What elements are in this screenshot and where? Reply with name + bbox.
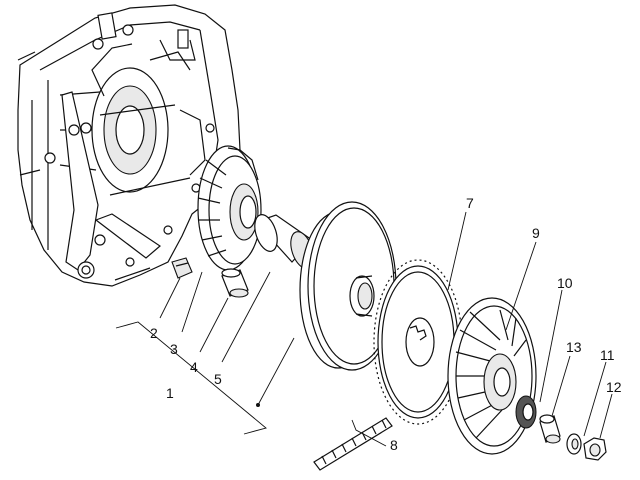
nut-part-12 — [583, 437, 607, 461]
callout-numbers: 1 2 3 4 5 7 8 9 10 11 12 13 — [150, 195, 622, 453]
washer-part-11 — [566, 433, 582, 455]
movable-drive-face — [299, 201, 397, 371]
callout-10: 10 — [557, 275, 573, 291]
callout-1: 1 — [166, 385, 174, 401]
bearing-part-10 — [515, 395, 537, 429]
bushing-part-4 — [221, 268, 249, 298]
callout-9: 9 — [532, 225, 540, 241]
crankcase — [17, 4, 241, 287]
callout-3: 3 — [170, 341, 178, 357]
drive-pulley-half-part-3 — [197, 145, 262, 271]
callout-7: 7 — [466, 195, 474, 211]
fan-pulley-part-9 — [447, 297, 537, 455]
slider-part-2 — [171, 257, 193, 279]
leader-lines — [159, 211, 613, 447]
bushing-part-13 — [539, 414, 561, 444]
sleeve-part-5 — [254, 214, 314, 269]
callout-4: 4 — [190, 359, 198, 375]
callout-8: 8 — [390, 437, 398, 453]
callout-2: 2 — [150, 325, 158, 341]
belt-part-8 — [313, 417, 393, 471]
callout-5: 5 — [214, 371, 222, 387]
callout-13: 13 — [566, 339, 582, 355]
callout-12: 12 — [606, 379, 622, 395]
group-bracket — [115, 321, 267, 435]
callout-11: 11 — [600, 347, 615, 363]
ring-gear-part-7 — [373, 259, 463, 425]
